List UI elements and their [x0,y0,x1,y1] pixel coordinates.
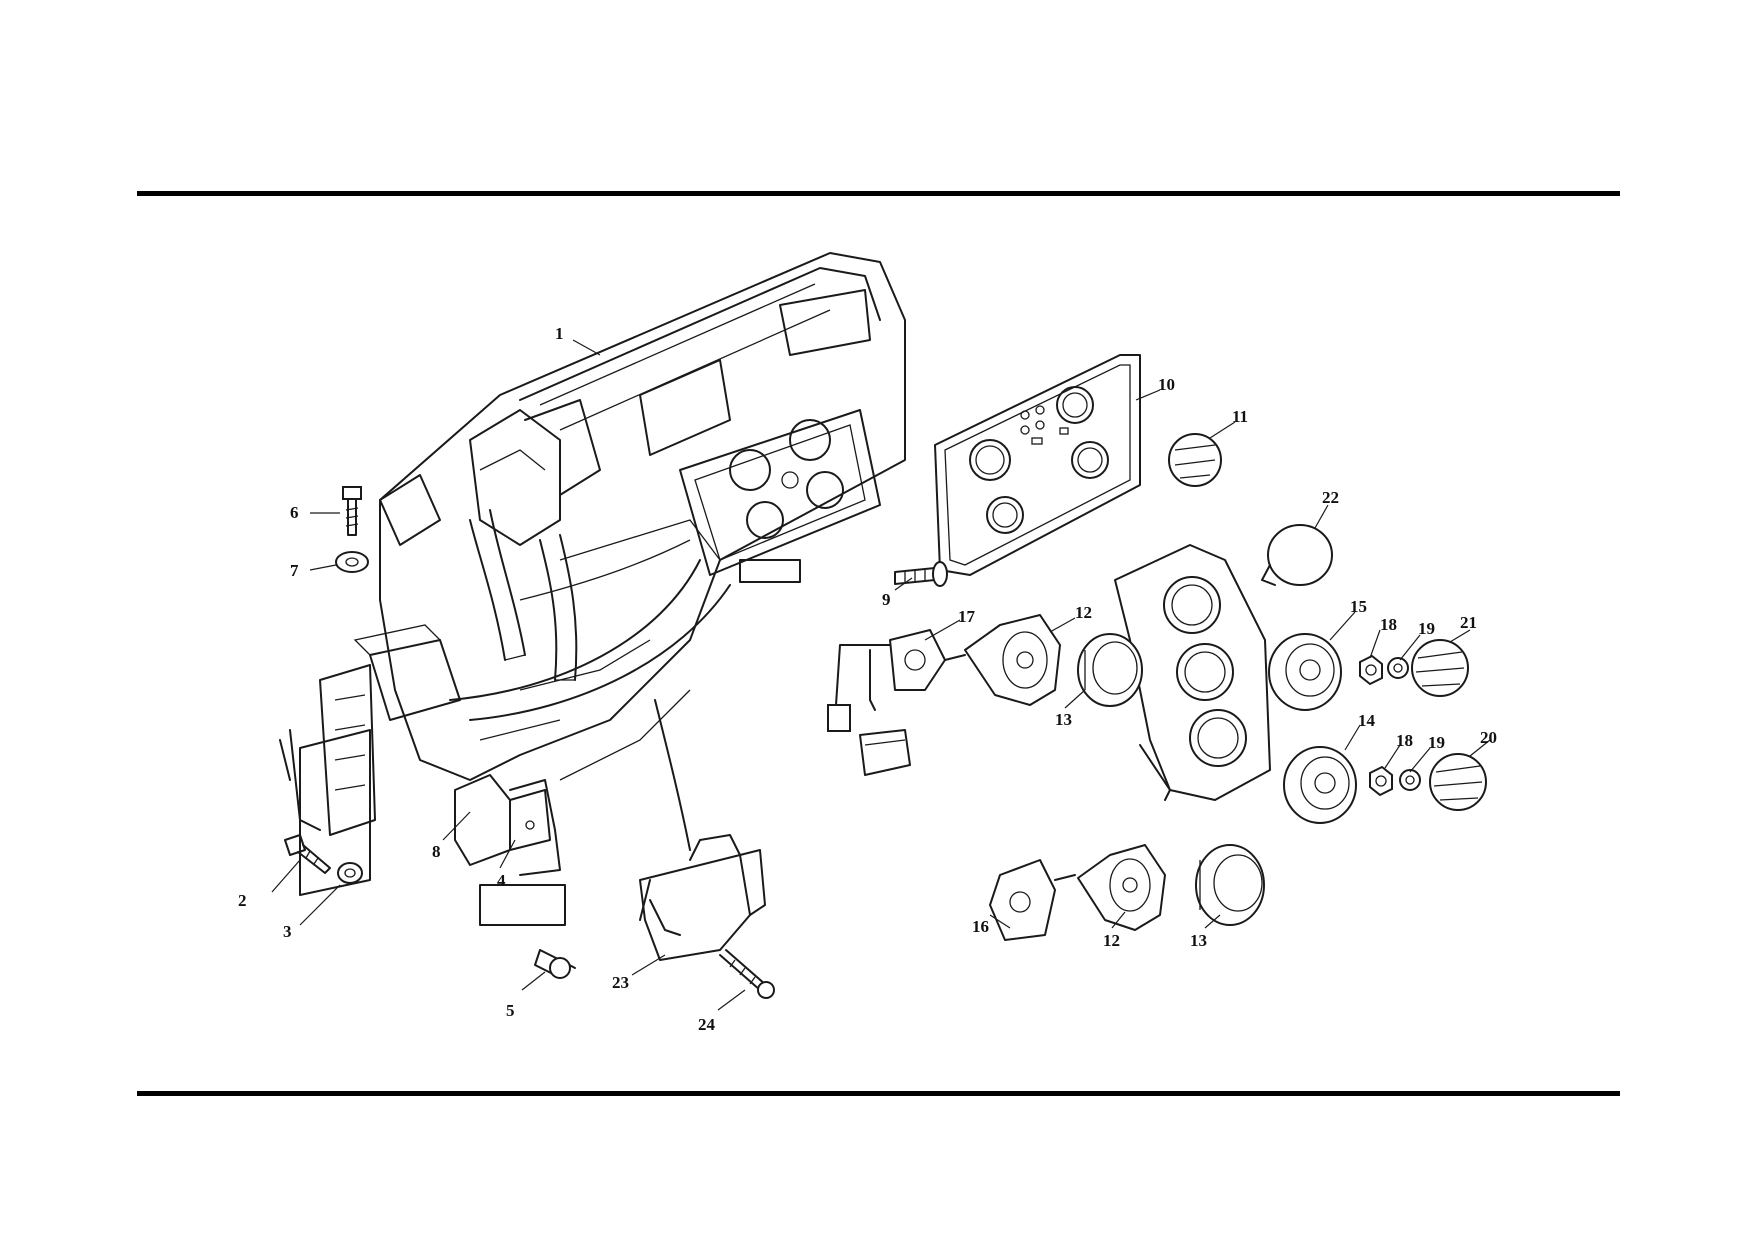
callout-20: 20 [1480,728,1497,747]
callout-5: 5 [506,1001,515,1020]
cone-bezel-12a [964,614,1061,706]
callout-17: 17 [958,607,976,626]
callout-12b: 12 [1103,931,1120,950]
screw-9 [894,561,948,587]
housing-control-face [679,409,881,583]
switch-16 [989,859,1076,941]
callout-9: 9 [882,590,891,609]
callout-numbers: 1 2 3 4 5 6 7 8 9 10 11 12 12 13 13 14 1… [238,324,1497,1034]
ring-13b [1195,844,1265,926]
ring-14 [1283,746,1357,824]
callout-21: 21 [1460,613,1477,632]
callout-3: 3 [283,922,292,941]
callout-18a: 18 [1380,615,1397,634]
callout-24: 24 [698,1015,716,1034]
nut-18b [1369,765,1393,797]
bottom-rule [137,1091,1620,1096]
mounting-bracket [299,729,566,926]
callout-12a: 12 [1075,603,1092,622]
callout-13a: 13 [1055,710,1072,729]
callout-14: 14 [1358,711,1376,730]
callout-7: 7 [290,561,299,580]
bolt-5 [534,949,576,979]
cone-bezel-12b [1077,844,1166,931]
callout-19a: 19 [1418,619,1435,638]
control-knob-21 [1411,639,1469,697]
callout-16: 16 [972,917,989,936]
callout-4: 4 [497,871,506,890]
heater-housing [379,252,906,781]
washer-19a [1387,657,1409,679]
callout-15: 15 [1350,597,1367,616]
callout-18b: 18 [1396,731,1413,750]
cover-cap-22 [1261,524,1333,586]
blower-switch [639,699,766,961]
ring-13a [1077,633,1143,707]
callout-1: 1 [555,324,564,343]
control-knob-20 [1429,753,1487,811]
callout-11: 11 [1232,407,1248,426]
callout-10: 10 [1158,375,1175,394]
washer-19b [1399,769,1421,791]
bolt-6 [342,486,362,536]
callout-22: 22 [1322,488,1339,507]
leader-lines [271,339,1491,1011]
callout-6: 6 [290,503,299,522]
callout-19b: 19 [1428,733,1445,752]
washer-3 [337,862,363,884]
control-panel [934,354,1141,576]
switch-17 [827,629,966,776]
ring-15 [1268,633,1342,711]
bolt-2 [284,834,331,874]
callout-23: 23 [612,973,629,992]
heater-core [279,509,731,836]
washer-7 [335,551,369,573]
callout-13b: 13 [1190,931,1207,950]
control-knob-11 [1168,433,1222,487]
top-rule [137,191,1620,196]
callout-8: 8 [432,842,441,861]
nut-18a [1359,654,1383,686]
screw-24 [719,949,775,999]
callout-2: 2 [238,891,247,910]
